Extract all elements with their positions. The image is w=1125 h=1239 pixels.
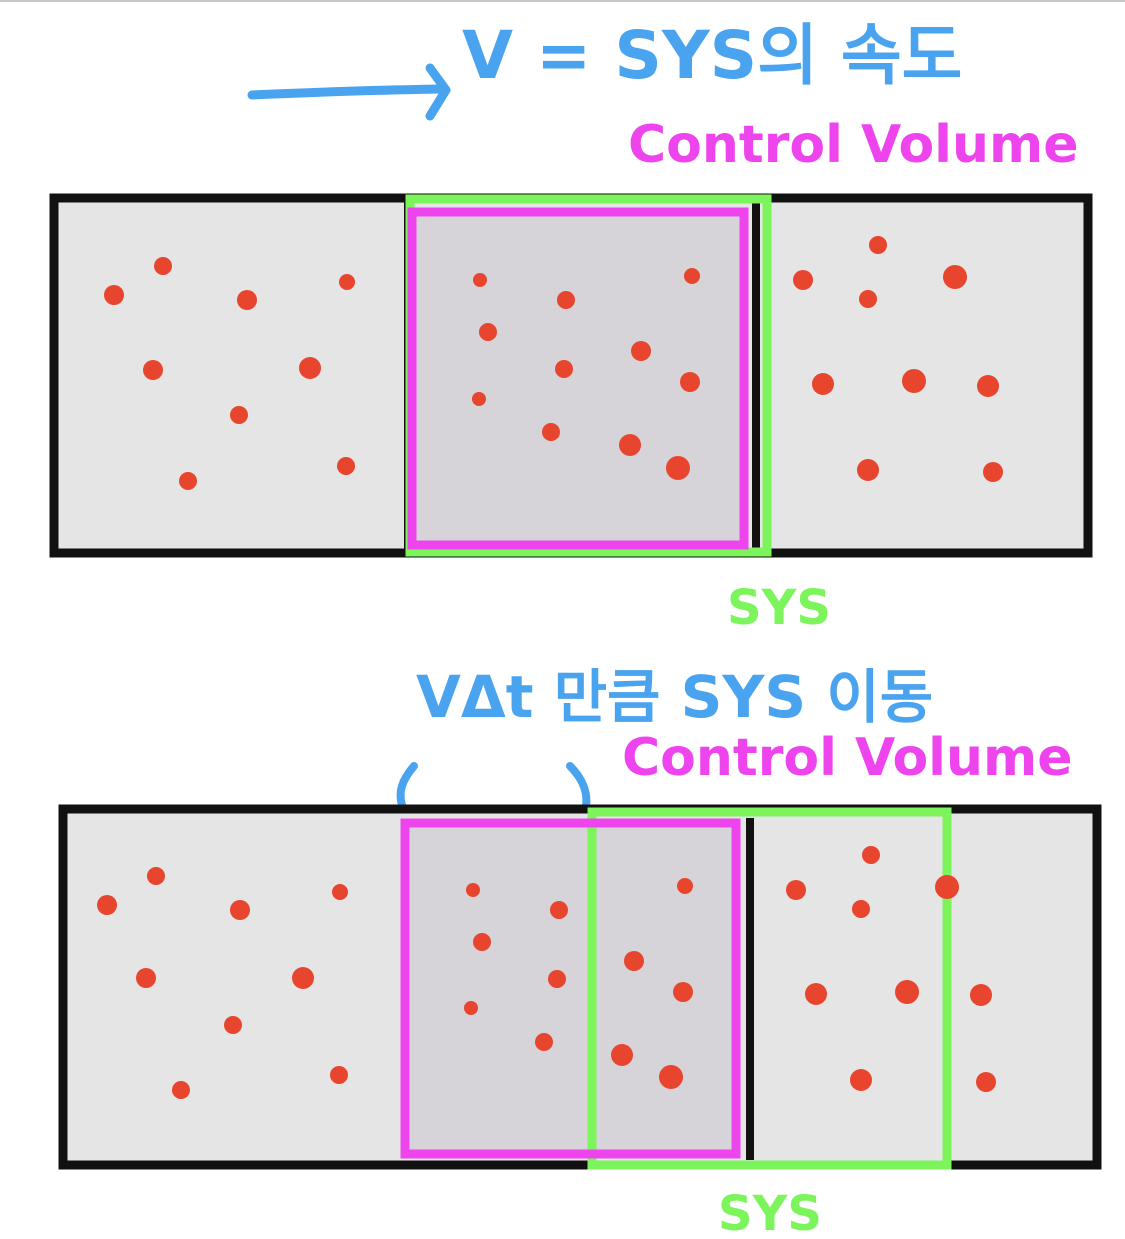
displacement-label: VΔt 만큼 SYS 이동: [416, 663, 933, 731]
bottom-particle: [230, 900, 250, 920]
bottom-particle: [464, 1001, 478, 1015]
bottom-particle: [611, 1044, 633, 1066]
top-particle: [104, 285, 124, 305]
bottom-particle: [550, 901, 568, 919]
top-panel: [49, 193, 1093, 558]
top-particle: [237, 290, 257, 310]
top-particle: [812, 373, 834, 395]
top-particle: [542, 423, 560, 441]
bottom-particle: [862, 846, 880, 864]
velocity-label: V = SYS의 속도: [462, 17, 962, 94]
top-particle: [793, 270, 813, 290]
bottom-particle: [895, 980, 919, 1004]
top-control-volume-label: Control Volume: [628, 115, 1078, 175]
bottom-particles: [97, 846, 996, 1099]
bottom-particle: [330, 1066, 348, 1084]
bottom-system-boundary: [587, 807, 952, 1170]
top-particle: [977, 375, 999, 397]
top-particle: [472, 392, 486, 406]
velocity-arrow: [247, 63, 451, 121]
top-particle: [902, 369, 926, 393]
bottom-particle: [136, 968, 156, 988]
top-particle: [299, 357, 321, 379]
top-particle: [555, 360, 573, 378]
bottom-particle: [659, 1065, 683, 1089]
bottom-particle: [332, 884, 348, 900]
bottom-particle: [624, 951, 644, 971]
top-particle: [684, 268, 700, 284]
top-particle: [983, 462, 1003, 482]
top-control-volume-boundary: [407, 207, 749, 550]
top-particle: [339, 274, 355, 290]
bottom-control-volume-label: Control Volume: [622, 728, 1072, 788]
top-particle: [943, 265, 967, 289]
top-particle: [154, 257, 172, 275]
top-particle: [479, 323, 497, 341]
top-particle: [143, 360, 163, 380]
bottom-particle: [786, 880, 806, 900]
top-particle: [857, 459, 879, 481]
top-particle: [230, 406, 248, 424]
bottom-particle: [970, 984, 992, 1006]
bottom-particle: [976, 1072, 996, 1092]
bottom-particle: [147, 867, 165, 885]
top-particles: [104, 236, 1003, 490]
top-particle: [680, 372, 700, 392]
bottom-particle: [473, 933, 491, 951]
bottom-particle: [292, 967, 314, 989]
top-particle: [666, 456, 690, 480]
page-top-border: [0, 0, 1125, 2]
bottom-particle: [673, 982, 693, 1002]
bottom-particle: [935, 875, 959, 899]
top-particle: [557, 291, 575, 309]
top-particle: [631, 341, 651, 361]
bottom-particle: [97, 895, 117, 915]
displacement-bracket-left: [396, 762, 418, 809]
top-system-label: SYS: [727, 580, 831, 636]
bottom-control-volume-boundary: [400, 818, 741, 1159]
top-particle: [619, 434, 641, 456]
bottom-panel: [58, 804, 1102, 1170]
bottom-particle: [548, 970, 566, 988]
bottom-particle: [677, 878, 693, 894]
bottom-particle: [852, 900, 870, 918]
bottom-particle: [466, 883, 480, 897]
displacement-bracket-right: [566, 762, 591, 810]
bottom-particle: [805, 983, 827, 1005]
bottom-particle: [535, 1033, 553, 1051]
top-particle: [473, 273, 487, 287]
bottom-system-label: SYS: [718, 1186, 822, 1239]
top-particle: [337, 457, 355, 475]
top-particle: [179, 472, 197, 490]
bottom-particle: [850, 1069, 872, 1091]
top-particle: [869, 236, 887, 254]
bottom-particle: [172, 1081, 190, 1099]
bottom-particle: [224, 1016, 242, 1034]
top-particle: [859, 290, 877, 308]
